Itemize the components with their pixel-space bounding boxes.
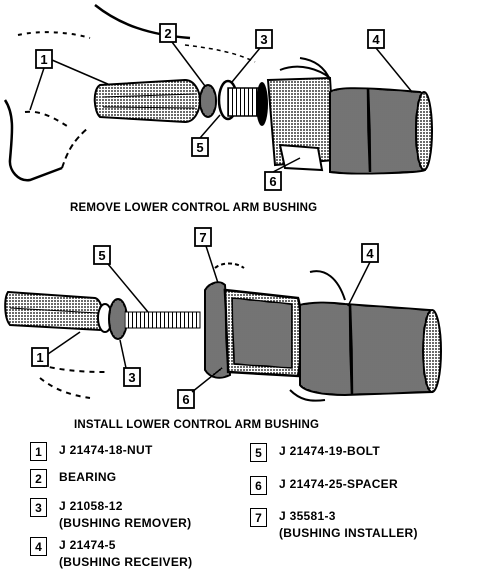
legend-number: 4 <box>30 537 47 556</box>
legend-number: 2 <box>30 469 47 488</box>
install-illustration <box>4 262 442 402</box>
callout-4-bottom: 4 <box>347 243 379 307</box>
legend-sublabel: (BUSHING RECEIVER) <box>59 555 193 569</box>
callout-5-top-label: 5 <box>196 140 203 155</box>
callout-6-top-label: 6 <box>269 174 276 189</box>
callout-3-top-label: 3 <box>260 32 267 47</box>
legend-item-4: 4 J 21474-5 (BUSHING RECEIVER) <box>30 537 192 571</box>
caption-install: INSTALL LOWER CONTROL ARM BUSHING <box>74 419 320 431</box>
callout-1-bottom: 1 <box>31 331 81 367</box>
legend-number: 5 <box>250 443 267 462</box>
legend-label: J 21474-19-BOLT <box>279 444 380 458</box>
legend-sublabel: (BUSHING INSTALLER) <box>279 526 418 540</box>
legend-label: J 21474-18-NUT <box>59 443 153 457</box>
callout-6-bottom-label: 6 <box>182 392 189 407</box>
legend-label: J 35581-3 <box>279 509 336 523</box>
callout-5-bottom-label: 5 <box>98 248 105 263</box>
callout-1-bottom-label: 1 <box>36 350 43 365</box>
legend-label: J 21058-12 <box>59 499 123 513</box>
callout-7-bottom: 7 <box>194 227 219 284</box>
legend-item-6: 6 J 21474-25-SPACER <box>250 476 398 495</box>
caption-remove: REMOVE LOWER CONTROL ARM BUSHING <box>70 202 318 214</box>
callout-2-top-label: 2 <box>164 26 171 41</box>
callout-5-bottom: 5 <box>93 245 149 313</box>
legend-item-7: 7 J 35581-3 (BUSHING INSTALLER) <box>250 508 418 542</box>
callout-3-top: 3 <box>231 29 273 83</box>
callout-7-bottom-label: 7 <box>199 230 206 245</box>
legend-label: J 21474-25-SPACER <box>279 477 398 491</box>
legend-item-3: 3 J 21058-12 (BUSHING REMOVER) <box>30 498 191 532</box>
callout-3-bottom: 3 <box>119 339 141 387</box>
legend-number: 3 <box>30 498 47 517</box>
callouts-remove: 1 2 3 4 5 6 <box>29 23 413 191</box>
legend-number: 1 <box>30 442 47 461</box>
callout-4-top-label: 4 <box>372 32 380 47</box>
callout-6-bottom: 6 <box>177 367 223 409</box>
legend-item-2: 2 BEARING <box>30 469 116 488</box>
remove-illustration <box>3 4 433 182</box>
legend-sublabel: (BUSHING REMOVER) <box>59 516 192 530</box>
legend-item-1: 1 J 21474-18-NUT <box>30 442 153 461</box>
legend-item-5: 5 J 21474-19-BOLT <box>250 443 380 462</box>
callout-5-top: 5 <box>191 114 221 157</box>
legend-label: BEARING <box>59 470 117 484</box>
legend-label: J 21474-5 <box>59 538 116 552</box>
callout-3-bottom-label: 3 <box>128 370 135 385</box>
callout-4-top: 4 <box>367 29 413 93</box>
callout-1-top-label: 1 <box>40 52 47 67</box>
callouts-install: 7 5 4 1 3 6 <box>31 227 379 409</box>
legend-number: 6 <box>250 476 267 495</box>
callout-6-top: 6 <box>264 157 301 191</box>
legend-number: 7 <box>250 508 267 527</box>
callout-2-top: 2 <box>159 23 206 87</box>
callout-1-top: 1 <box>29 49 111 111</box>
callout-4-bottom-label: 4 <box>366 246 374 261</box>
